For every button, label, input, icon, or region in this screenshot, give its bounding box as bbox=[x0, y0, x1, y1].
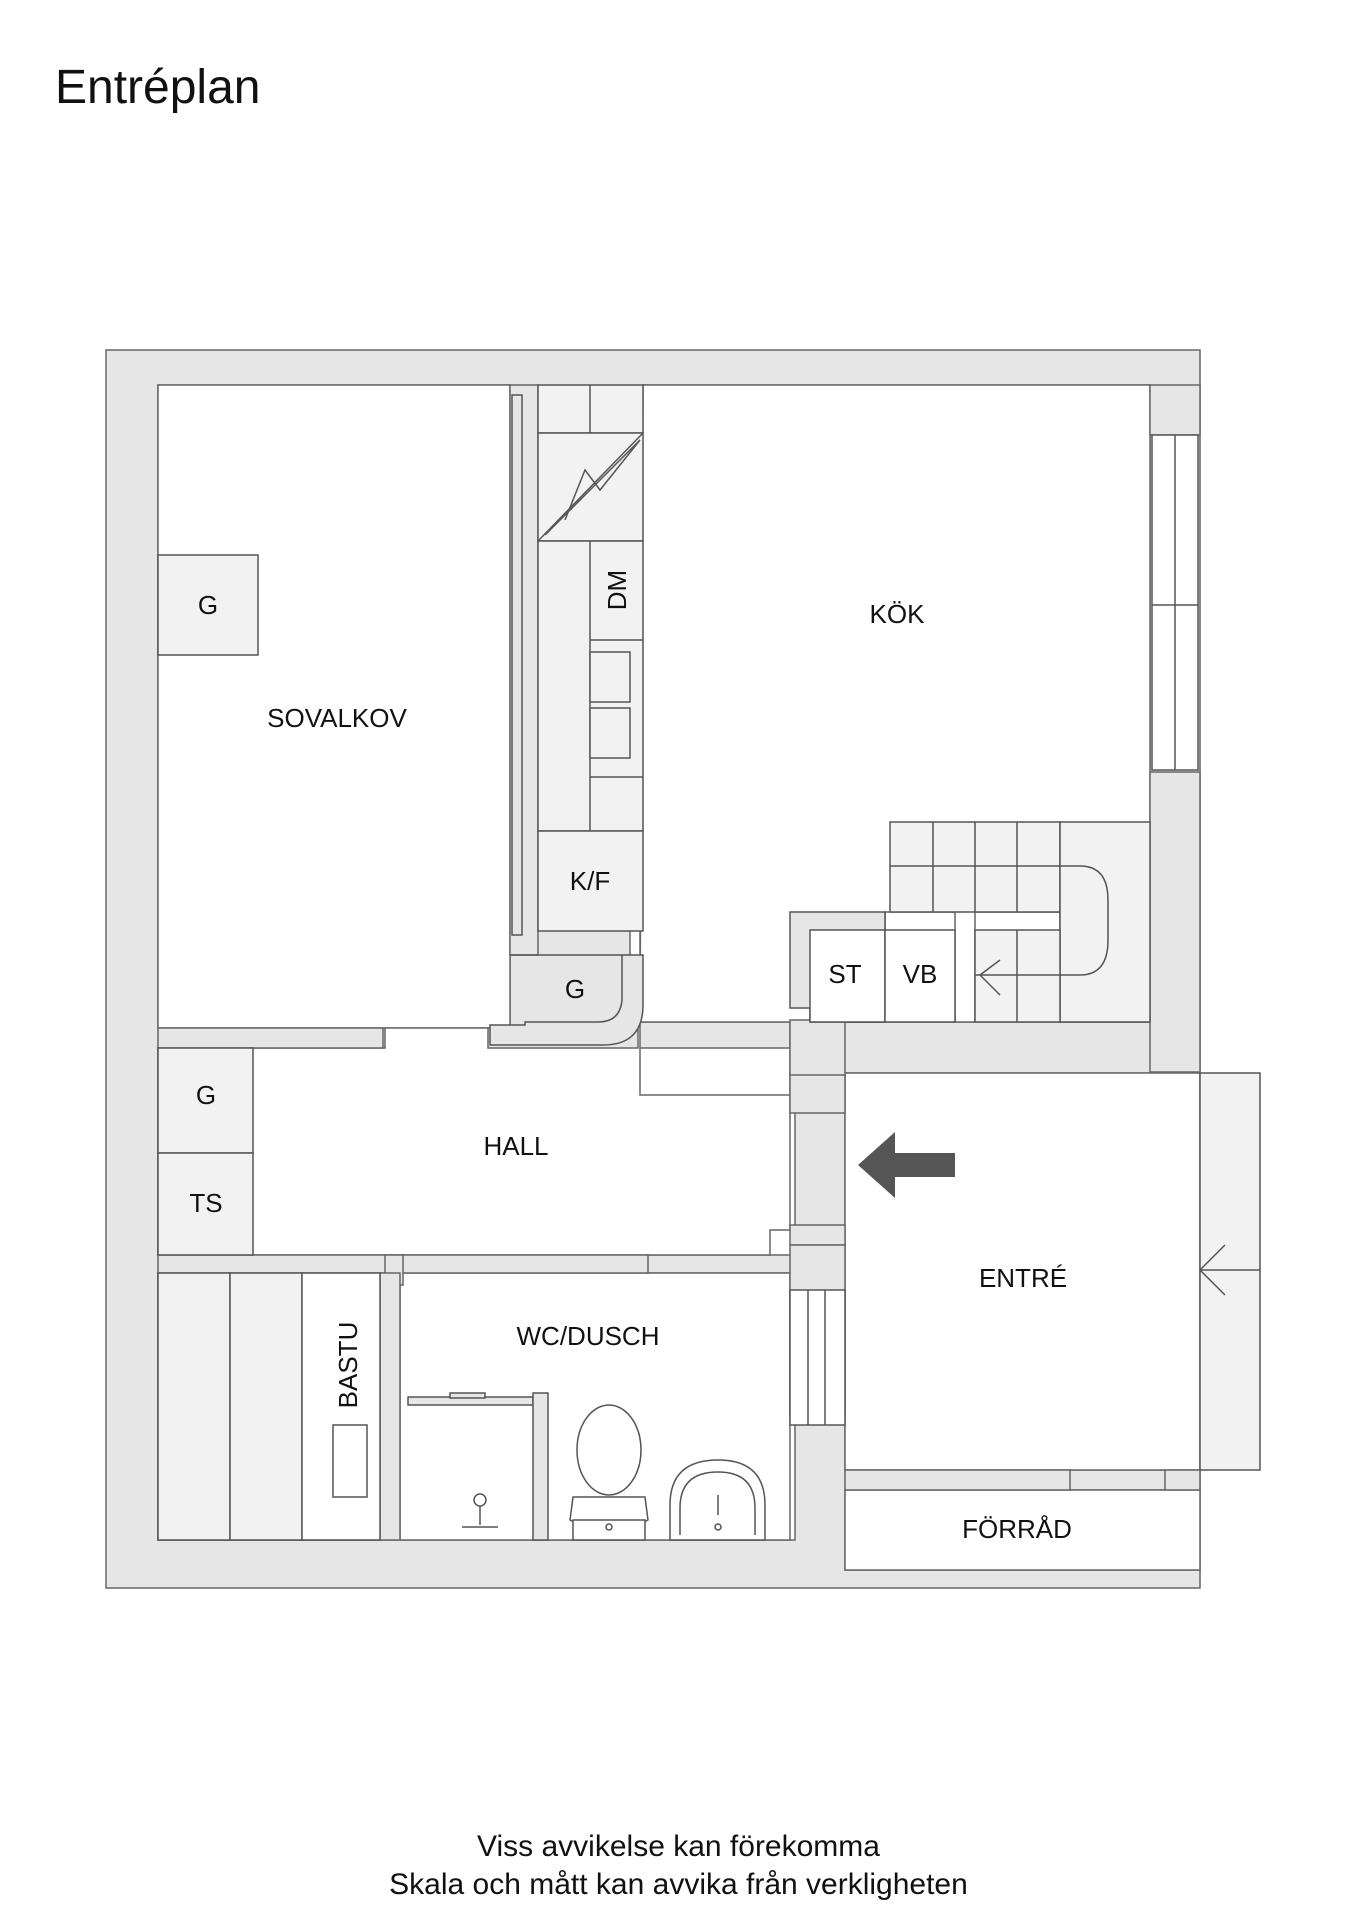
sovalkov-wardrobe bbox=[157, 554, 259, 656]
fixture-label-g-hall-closet: G bbox=[565, 974, 585, 1004]
kitchen-counter bbox=[511, 384, 644, 936]
fixture-label-dm: DM bbox=[602, 570, 632, 610]
entre-door-panel bbox=[789, 1289, 846, 1426]
hall-wardrobes bbox=[157, 1047, 254, 1256]
disclaimer-line-1: Viss avvikelse kan förekomma bbox=[477, 1830, 880, 1863]
fixture-label-g-hall-left: G bbox=[196, 1080, 216, 1110]
staircase bbox=[889, 821, 1151, 1023]
room-label-sovalkov: SOVALKOV bbox=[267, 703, 407, 733]
sink-icon bbox=[669, 1459, 766, 1541]
fixture-label-ts: TS bbox=[189, 1188, 222, 1218]
entrance-arrow bbox=[858, 1132, 955, 1198]
disclaimer-line-2: Skala och mått kan avvika från verklighe… bbox=[389, 1868, 968, 1901]
entrance-step bbox=[1198, 1072, 1261, 1471]
fixture-label-st: ST bbox=[828, 959, 861, 989]
room-label-forrad: FÖRRÅD bbox=[962, 1514, 1072, 1544]
fixture-label-kf: K/F bbox=[570, 866, 610, 896]
disclaimer: Viss avvikelse kan förekomma Skala och m… bbox=[0, 1828, 1357, 1904]
entre-floor bbox=[844, 1072, 1201, 1471]
room-label-wc-dusch: WC/DUSCH bbox=[517, 1321, 660, 1351]
page-title: Entréplan bbox=[55, 61, 261, 114]
room-label-entre: ENTRÉ bbox=[979, 1263, 1067, 1293]
toilet-icon bbox=[569, 1404, 649, 1541]
st-vb-closets bbox=[789, 911, 956, 1023]
hall-closet bbox=[489, 954, 644, 1046]
forrad-floor bbox=[844, 1489, 1201, 1571]
shower bbox=[407, 1392, 549, 1541]
bastu-benches bbox=[157, 1272, 381, 1541]
fixture-label-vb: VB bbox=[903, 959, 938, 989]
room-label-kok: KÖK bbox=[870, 599, 926, 629]
kitchen-window bbox=[1151, 434, 1199, 771]
room-label-hall: HALL bbox=[483, 1131, 548, 1161]
room-label-bastu: BASTU bbox=[333, 1322, 363, 1409]
sovalkov-floor bbox=[157, 384, 511, 1029]
fixture-label-g-sovalkov: G bbox=[198, 590, 218, 620]
